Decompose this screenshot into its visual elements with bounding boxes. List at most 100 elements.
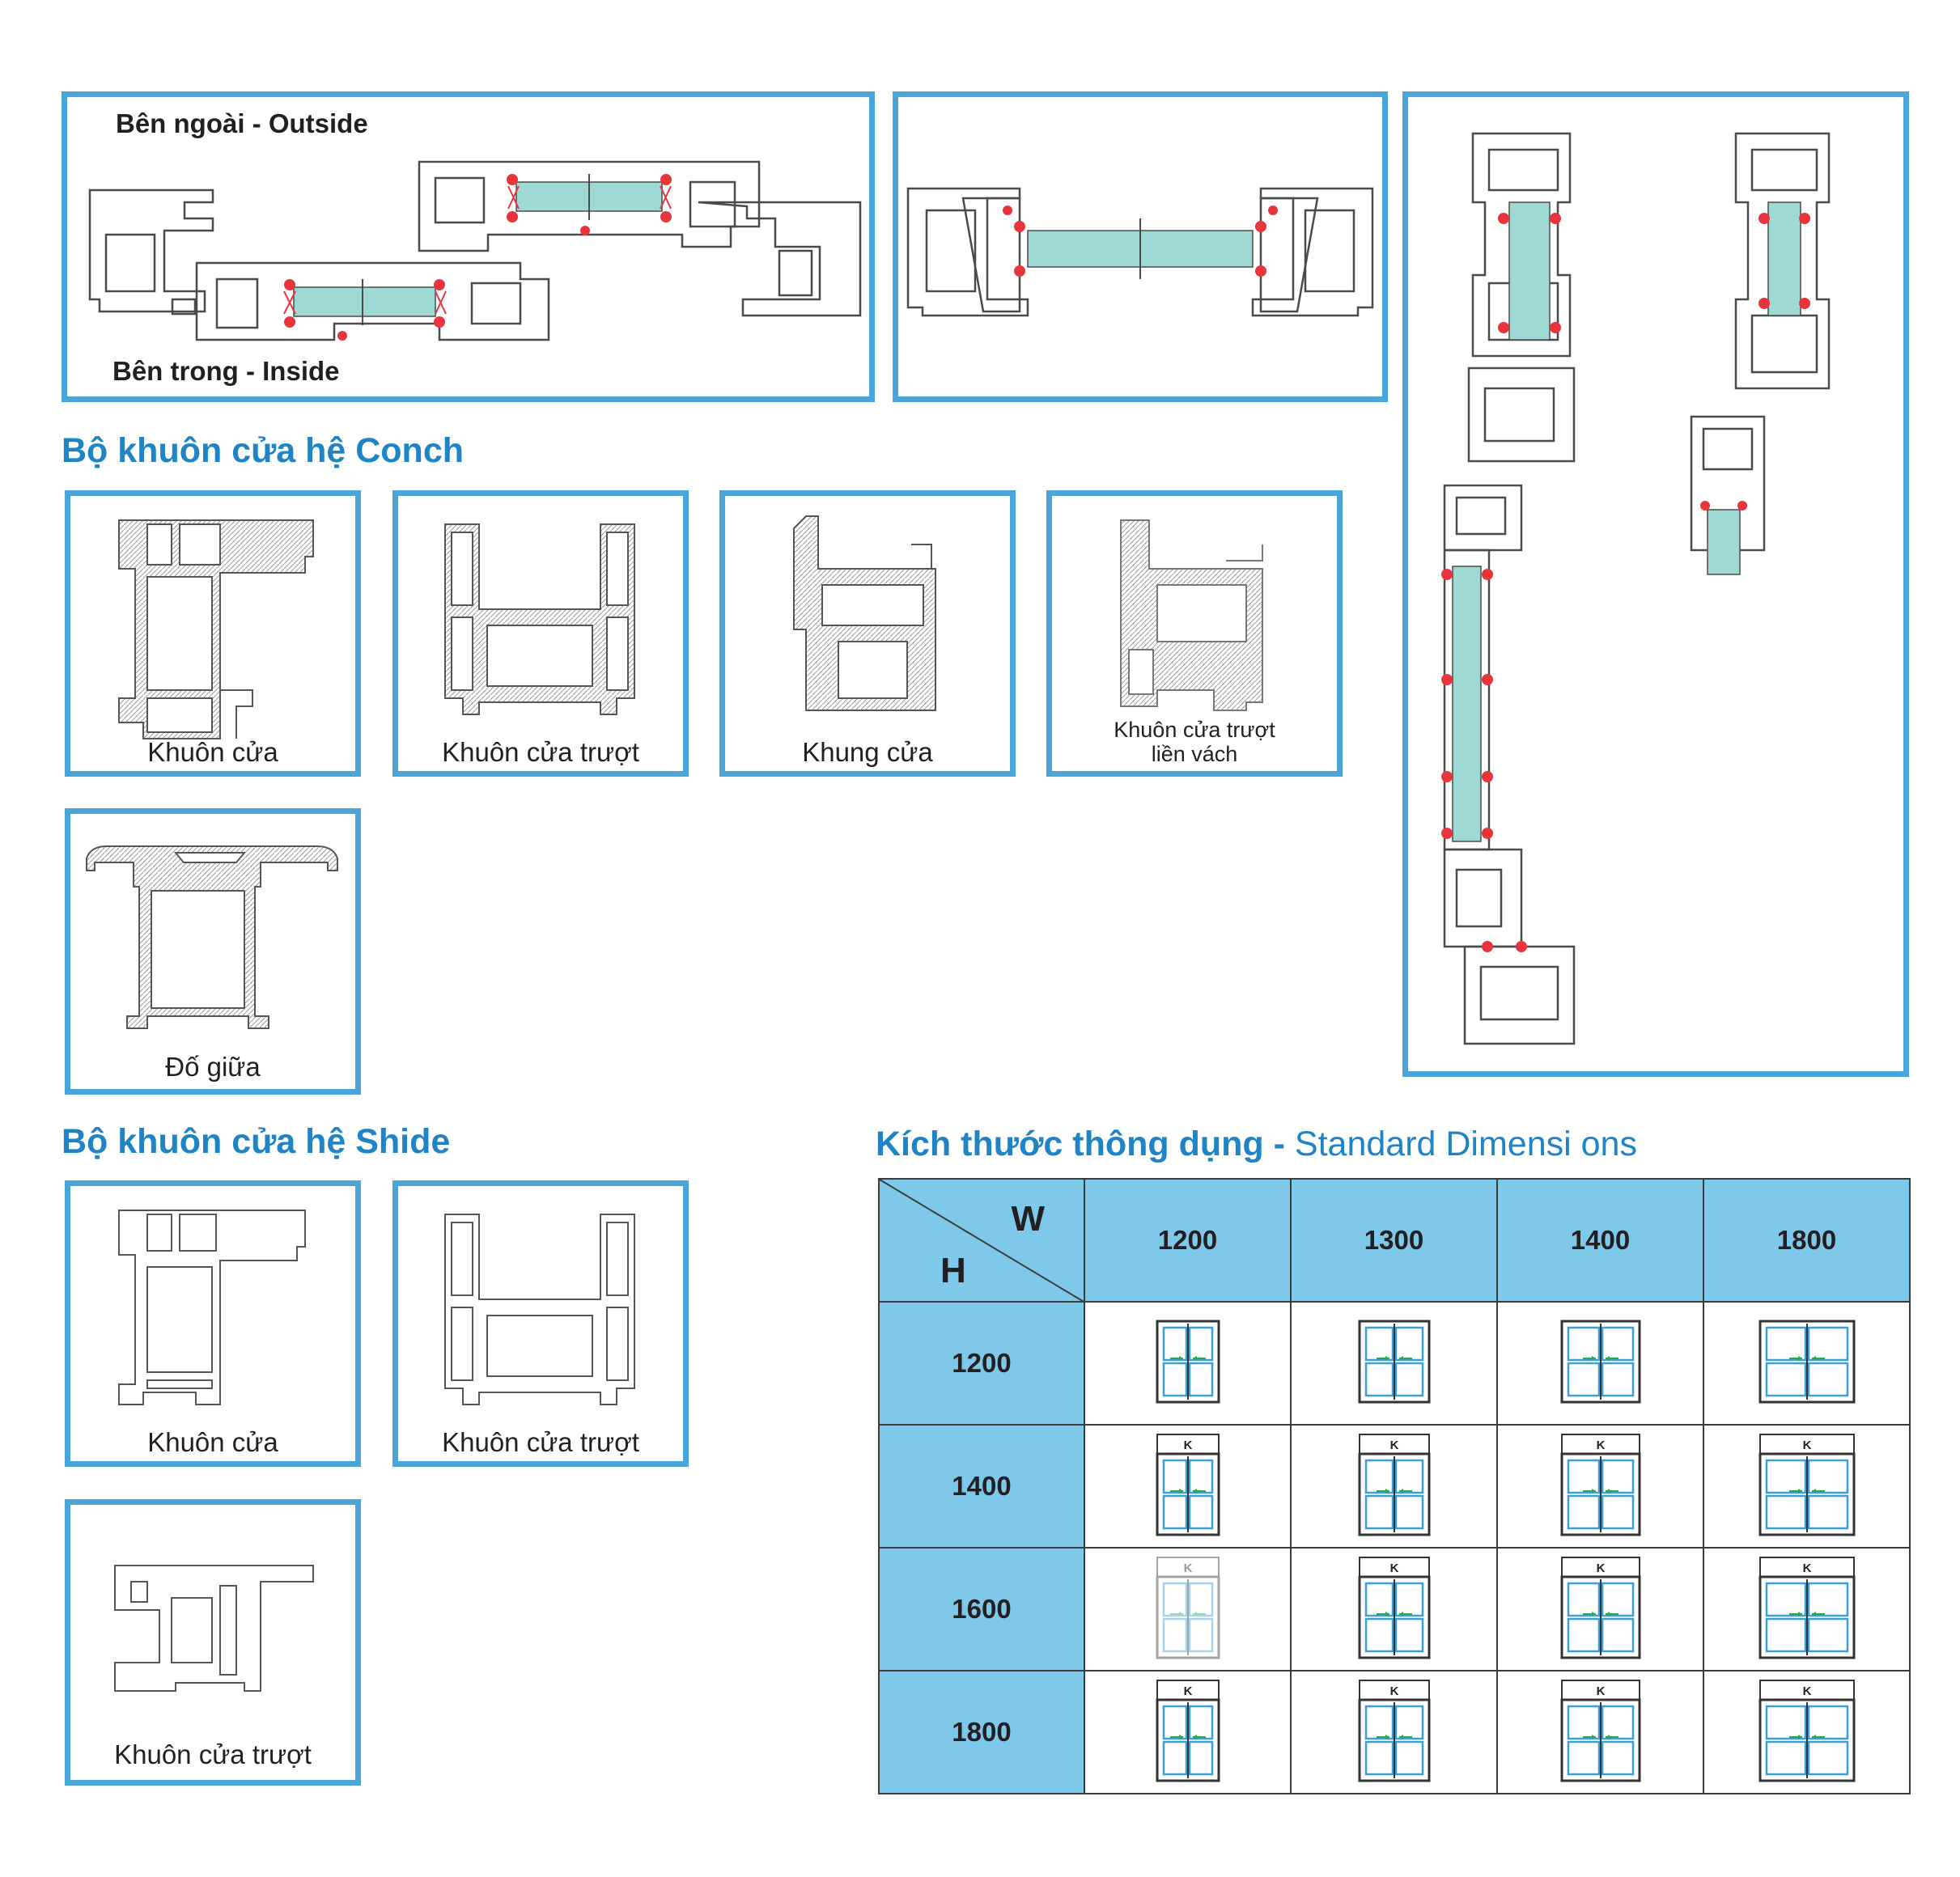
outside-label: Bên ngoài - Outside <box>116 108 368 138</box>
window-icon <box>1358 1320 1430 1403</box>
sliding-frame-profile-icon <box>444 1214 635 1405</box>
window-icon: K <box>1560 1556 1641 1663</box>
dimensions-table: W H 1200 1300 1400 1800 1200 1400 K K K … <box>878 1178 1911 1794</box>
transom-label: K <box>1802 1438 1811 1452</box>
sliding-section-panel: Bên ngoài - Outside Bên trong - Inside <box>62 91 875 402</box>
vertical-section-drawing <box>1441 132 1831 1045</box>
window-icon: K <box>1758 1433 1856 1540</box>
vertical-section-panel <box>1402 91 1909 1077</box>
transom-label: K <box>1183 1684 1192 1698</box>
window-icon: K <box>1156 1679 1220 1782</box>
conch-sash-caption: Khung cửa <box>802 737 933 767</box>
window-icon: K <box>1560 1556 1640 1659</box>
transom-label: K <box>1802 1561 1811 1575</box>
conch-heading: Bộ khuôn cửa hệ Conch <box>62 431 464 470</box>
window-cell <box>1496 1301 1704 1426</box>
conch-mullion-card: Đố giữa <box>65 808 361 1095</box>
window-icon: K <box>1758 1556 1855 1659</box>
window-icon: K <box>1358 1433 1431 1540</box>
window-icon <box>1560 1320 1641 1408</box>
conch-sash-card: Khung cửa <box>719 490 1016 777</box>
height-header: 1400 <box>878 1424 1085 1549</box>
window-icon: K <box>1156 1679 1220 1786</box>
window-icon <box>1758 1320 1856 1408</box>
window-icon: K <box>1758 1679 1855 1782</box>
window-cell: K <box>1703 1547 1911 1672</box>
window-icon <box>1156 1320 1220 1403</box>
window-cell: K <box>1084 1547 1292 1672</box>
mullion-profile-icon <box>86 845 338 1029</box>
dimensions-heading-bold: Kích thước thông dụng - <box>876 1125 1285 1163</box>
casement-section-panel <box>893 91 1388 402</box>
window-icon <box>1560 1320 1640 1403</box>
casement-section-drawing <box>906 187 1374 317</box>
dimensions-heading: Kích thước thông dụng - Standard Dimensi… <box>876 1125 1637 1164</box>
conch-mullion-caption: Đố giữa <box>165 1052 261 1082</box>
sash-profile-icon <box>793 515 936 711</box>
window-cell <box>1703 1301 1911 1426</box>
conch-sliding-wall-card: Khuôn cửa trượt liền vách <box>1046 490 1343 777</box>
frame-profile-icon <box>118 1210 306 1405</box>
window-icon: K <box>1560 1433 1641 1540</box>
conch-sliding-frame-card: Khuôn cửa trượt <box>392 490 689 777</box>
width-header: 1400 <box>1496 1178 1704 1303</box>
width-header: 1300 <box>1290 1178 1498 1303</box>
height-axis-label: H <box>940 1251 966 1290</box>
sliding-frame-wall-profile-icon <box>1120 519 1263 711</box>
height-header: 1800 <box>878 1670 1085 1794</box>
shide-frame-card: Khuôn cửa <box>65 1180 361 1467</box>
window-cell: K <box>1703 1670 1911 1794</box>
shide-sliding-frame-card: Khuôn cửa trượt <box>392 1180 689 1467</box>
conch-sliding-wall-caption-2: liền vách <box>1151 742 1238 766</box>
window-icon: K <box>1156 1433 1220 1536</box>
window-icon: K <box>1758 1679 1856 1786</box>
sliding-frame-profile-icon <box>444 523 635 715</box>
window-icon: K <box>1758 1433 1855 1536</box>
window-icon: K <box>1560 1679 1640 1782</box>
window-cell: K <box>1290 1424 1498 1549</box>
height-header: 1600 <box>878 1547 1085 1672</box>
window-cell: K <box>1496 1547 1704 1672</box>
window-cell <box>1290 1301 1498 1426</box>
corner-cell: W H <box>878 1178 1085 1303</box>
conch-sliding-frame-caption: Khuôn cửa trượt <box>442 737 639 767</box>
shide-sliding-frame-card-2: Khuôn cửa trượt <box>65 1499 361 1786</box>
transom-label: K <box>1802 1684 1811 1698</box>
window-icon: K <box>1358 1556 1431 1663</box>
window-cell: K <box>1703 1424 1911 1549</box>
height-header: 1200 <box>878 1301 1085 1426</box>
transom-label: K <box>1389 1684 1398 1698</box>
width-header: 1800 <box>1703 1178 1911 1303</box>
shide-heading: Bộ khuôn cửa hệ Shide <box>62 1122 451 1161</box>
window-icon <box>1156 1320 1220 1408</box>
window-icon: K <box>1358 1679 1431 1786</box>
transom-label: K <box>1596 1684 1605 1698</box>
window-icon: K <box>1560 1433 1640 1536</box>
window-cell: K <box>1496 1424 1704 1549</box>
window-icon <box>1358 1320 1431 1408</box>
window-icon: K <box>1156 1556 1220 1659</box>
window-cell <box>1084 1301 1292 1426</box>
transom-label: K <box>1389 1561 1398 1575</box>
shide-sliding-frame-caption-2: Khuôn cửa trượt <box>114 1739 312 1769</box>
window-cell: K <box>1496 1670 1704 1794</box>
window-icon: K <box>1156 1433 1220 1540</box>
window-cell: K <box>1290 1547 1498 1672</box>
inside-label: Bên trong - Inside <box>112 356 340 386</box>
conch-frame-card: Khuôn cửa <box>65 490 361 777</box>
width-header: 1200 <box>1084 1178 1292 1303</box>
window-icon: K <box>1358 1433 1430 1536</box>
conch-frame-caption: Khuôn cửa <box>147 737 278 767</box>
conch-sliding-wall-caption-1: Khuôn cửa trượt <box>1114 718 1275 742</box>
frame-profile-icon <box>118 519 314 739</box>
transom-label: K <box>1596 1561 1605 1575</box>
window-cell: K <box>1084 1670 1292 1794</box>
shide-frame-caption: Khuôn cửa <box>147 1427 278 1457</box>
transom-label: K <box>1183 1561 1192 1575</box>
transom-label: K <box>1183 1438 1192 1452</box>
window-cell: K <box>1084 1424 1292 1549</box>
dimensions-heading-light: Standard Dimensi ons <box>1294 1125 1637 1163</box>
transom-label: K <box>1389 1438 1398 1452</box>
window-icon <box>1758 1320 1855 1403</box>
window-icon: K <box>1758 1556 1856 1663</box>
